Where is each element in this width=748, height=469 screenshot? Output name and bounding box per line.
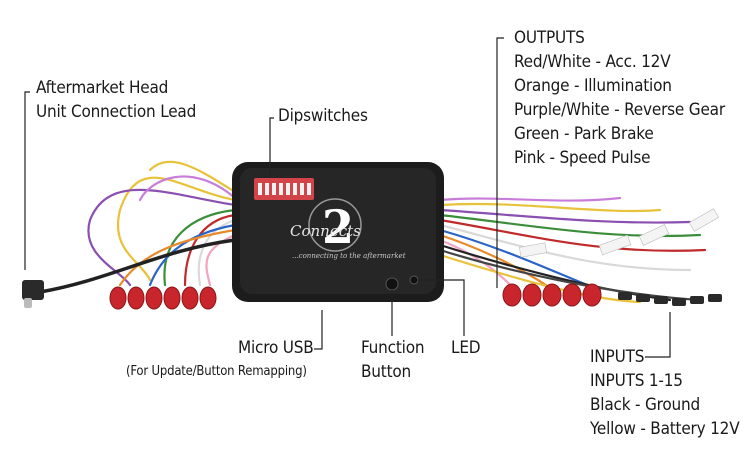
inputs-title: INPUTS xyxy=(590,347,645,367)
head-unit-jack xyxy=(22,280,44,308)
function-button-label: Function Button xyxy=(361,338,425,382)
input-item: Black - Ground xyxy=(590,395,701,415)
output-item: Purple/White - Reverse Gear xyxy=(514,100,725,120)
left-wire-harness xyxy=(38,160,237,294)
inputs-label: INPUTS INPUTS 1-15 Black - Ground Yellow… xyxy=(590,345,740,441)
output-item: Orange - Illumination xyxy=(514,76,672,96)
callout-inputs xyxy=(645,312,671,358)
input-pin-connectors xyxy=(618,292,722,306)
callout-outputs xyxy=(496,37,504,288)
output-item: Red/White - Acc. 12V xyxy=(514,52,671,72)
outputs-title: OUTPUTS xyxy=(514,28,585,48)
input-item: Yellow - Battery 12V xyxy=(590,419,740,439)
head-unit-lead-label: Aftermarket Head Unit Connection Lead xyxy=(36,78,197,122)
svg-text:2: 2 xyxy=(322,200,354,254)
svg-text:Connects: Connects xyxy=(290,222,361,240)
right-connectors xyxy=(502,283,602,307)
output-item: Green - Park Brake xyxy=(514,124,654,144)
callout-micro-usb xyxy=(314,310,323,350)
callout-led xyxy=(418,279,465,336)
wire-tags xyxy=(518,208,720,258)
led-label: LED xyxy=(451,338,481,358)
dipswitches-label: Dipswitches xyxy=(278,106,368,126)
outputs-label: OUTPUTS Red/White - Acc. 12V Orange - Il… xyxy=(514,26,725,170)
callout-head-unit xyxy=(24,91,30,270)
input-item: INPUTS 1-15 xyxy=(590,371,683,391)
left-connectors xyxy=(109,286,217,310)
micro-usb-label: Micro USB xyxy=(238,338,314,358)
output-item: Pink - Speed Pulse xyxy=(514,148,651,168)
svg-text:...connecting to the aftermark: ...connecting to the aftermarket xyxy=(292,252,406,260)
interface-module: 2 Connects ...connecting to the aftermar… xyxy=(232,162,444,302)
micro-usb-note: (For Update/Button Remapping) xyxy=(126,364,307,379)
callout-dipswitches xyxy=(269,117,274,176)
